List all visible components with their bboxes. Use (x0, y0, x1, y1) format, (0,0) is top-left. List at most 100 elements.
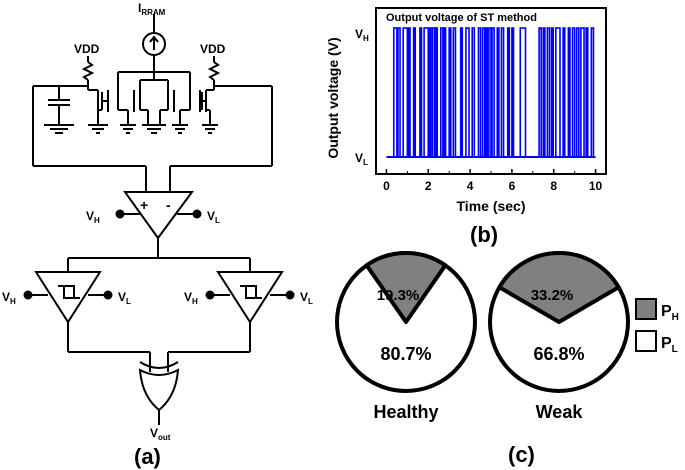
waveform-pulse (477, 27, 482, 158)
comparator-minus: - (166, 197, 171, 213)
waveform-pulse (500, 27, 505, 158)
diff-pair (107, 72, 201, 125)
waveform-pulse (575, 27, 580, 158)
waveform-pulse (555, 27, 561, 158)
waveform-pulse (412, 27, 417, 158)
waveform-pulse (423, 27, 430, 158)
waveform-pulse (440, 27, 444, 158)
pie-group (335, 251, 630, 393)
waveform-pulse (590, 27, 595, 158)
waveform-pulse (431, 27, 436, 158)
waveform-pulse (407, 27, 411, 158)
ytick-vh: V (355, 27, 363, 41)
waveform-pulse (481, 27, 486, 158)
vh-label-comp: V (86, 209, 94, 223)
svg-text:VH: VH (355, 27, 369, 43)
circuit-labels: IRRAM VDD VDD + - VH VL VH VL VH VL Vout… (2, 1, 313, 469)
waveform-pulse (542, 27, 546, 158)
xtick-label: 2 (425, 179, 432, 193)
legend-swatch-pl (635, 330, 657, 352)
current-sub: RRAM (141, 8, 165, 17)
waveform-pulse (506, 27, 511, 158)
legend-swatch-ph (635, 298, 657, 320)
svg-text:VH: VH (2, 290, 16, 306)
waveform-series (386, 27, 596, 158)
svg-text:VL: VL (300, 290, 313, 306)
waveform-pulse (571, 27, 576, 158)
pie-label-weak-h: 33.2% (531, 287, 574, 304)
waveform-pulse (392, 27, 398, 158)
right-bias-branch (200, 56, 221, 125)
legend-label-ph: P (661, 303, 672, 320)
ytick-vl: V (355, 151, 363, 165)
ground-symbols (44, 124, 218, 134)
waveform-chart: 0 2 4 6 8 10 Output voltage of ST method VH V… (325, 7, 607, 247)
svg-text:VL: VL (207, 209, 220, 225)
panel-label-b: (b) (470, 222, 498, 247)
svg-text:Vout: Vout (150, 426, 171, 442)
waveform-pulse (538, 27, 542, 158)
waveform-pulse (496, 27, 500, 158)
vdd-left-label: VDD (74, 42, 100, 56)
xtick-label: 4 (467, 179, 474, 193)
current-label: I (138, 1, 141, 15)
schmitt-trigger-left (28, 271, 151, 372)
vl-label-comp: V (207, 209, 215, 223)
waveform-pulse (519, 27, 527, 158)
vout-label: V (150, 426, 158, 440)
left-bias-branch (81, 56, 108, 125)
waveform-pulse (428, 27, 432, 158)
waveform-pulse (397, 27, 401, 158)
pie-charts: Healthy Weak 19.3% 80.7% 33.2% 66.8% PH … (335, 251, 679, 467)
waveform-pulse (562, 27, 566, 158)
xtick-label: 0 (383, 179, 390, 193)
waveform-xlabel: Time (sec) (457, 198, 526, 214)
waveform-pulse (546, 27, 551, 158)
pie-label-healthy-l: 80.7% (380, 344, 431, 364)
legend-label-pl: P (661, 335, 672, 352)
waveform-pulse (459, 27, 464, 158)
schmitt-distribution (67, 257, 251, 272)
waveform-pulse (471, 27, 476, 158)
vh-label-right: V (184, 290, 192, 304)
xtick-label: 10 (589, 179, 603, 193)
schmitt-trigger-right (167, 271, 290, 372)
waveform-pulse (448, 27, 452, 158)
comparator-plus: + (140, 197, 148, 213)
waveform-pulse (567, 27, 571, 158)
terminal-dots (23, 209, 295, 300)
svg-text:IRRAM: IRRAM (138, 1, 166, 17)
current-source (118, 14, 190, 73)
waveform-pulse (419, 27, 423, 158)
panel-label-a: (a) (134, 444, 161, 469)
waveform-xticks: 0 2 4 6 8 10 (383, 169, 603, 193)
svg-text:PH: PH (661, 303, 679, 323)
vdd-right-label: VDD (200, 42, 226, 56)
svg-text:VL: VL (118, 290, 131, 306)
pie-title-weak: Weak (536, 402, 584, 422)
xtick-label: 8 (550, 179, 557, 193)
xtick-label: 6 (509, 179, 516, 193)
waveform-pulse (511, 27, 515, 158)
waveform-title: Output voltage of ST method (386, 12, 537, 24)
waveform-pulse (402, 27, 409, 158)
waveform-ylabel: Output voltage (V) (325, 37, 341, 158)
waveform-pulse (580, 27, 585, 158)
comparator (120, 191, 197, 258)
vl-label-right: V (300, 290, 308, 304)
circuit-diagram (28, 14, 290, 425)
pie-slice-high (364, 251, 448, 324)
svg-text:VH: VH (184, 290, 198, 306)
svg-text:PL: PL (661, 335, 678, 355)
waveform-pulse (465, 27, 470, 158)
pie-slice-high (497, 251, 621, 324)
waveform-pulse (550, 27, 555, 158)
vh-label-left: V (2, 290, 10, 304)
capacitor-loop (32, 85, 273, 192)
svg-text:VH: VH (86, 209, 100, 225)
pie-label-weak-l: 66.8% (533, 344, 584, 364)
waveform-pulse (452, 27, 457, 158)
waveform-pulse (491, 27, 495, 158)
panel-label-c: (c) (508, 442, 535, 467)
vl-label-left: V (118, 290, 126, 304)
